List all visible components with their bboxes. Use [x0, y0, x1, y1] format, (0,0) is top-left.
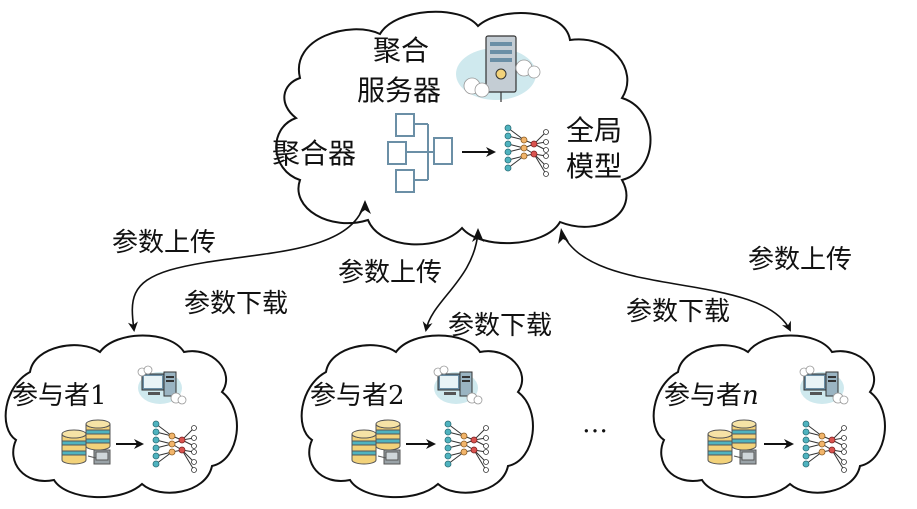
participant-1-label: 参与者1	[12, 381, 107, 411]
participant-n-cloud	[652, 334, 886, 499]
global-model-line1: 全局	[566, 114, 622, 147]
participant-2-cloud	[300, 334, 534, 499]
participant-n-label: 参与者n	[664, 381, 759, 411]
participant-1-cloud	[4, 334, 238, 499]
server-title-line2: 服务器	[357, 74, 441, 107]
aggregator-label: 聚合器	[272, 137, 356, 170]
global-model-line2: 模型	[566, 150, 622, 183]
upload-label-right: 参数上传	[748, 245, 852, 275]
server-title-line1: 聚合	[373, 34, 429, 67]
server-cloud	[275, 10, 652, 246]
upload-label-left: 参数上传	[112, 228, 216, 258]
server-icon	[456, 35, 541, 102]
link-arrow-left	[127, 201, 366, 332]
upload-label-mid: 参数上传	[338, 258, 442, 288]
participant-2-label: 参与者2	[310, 381, 405, 411]
upload-arrowhead-mid	[472, 228, 484, 242]
aggregator-tree-icon	[387, 113, 453, 193]
download-label-mid: 参数下载	[448, 311, 552, 341]
link-arrow-mid	[422, 231, 479, 332]
upload-arrowhead-right	[558, 228, 569, 244]
download-label-left: 参数下载	[184, 289, 288, 319]
download-label-right: 参数下载	[626, 297, 730, 327]
upload-arrowhead-left	[359, 200, 371, 214]
link-arrow-right	[561, 231, 791, 332]
ellipsis: …	[582, 409, 608, 439]
